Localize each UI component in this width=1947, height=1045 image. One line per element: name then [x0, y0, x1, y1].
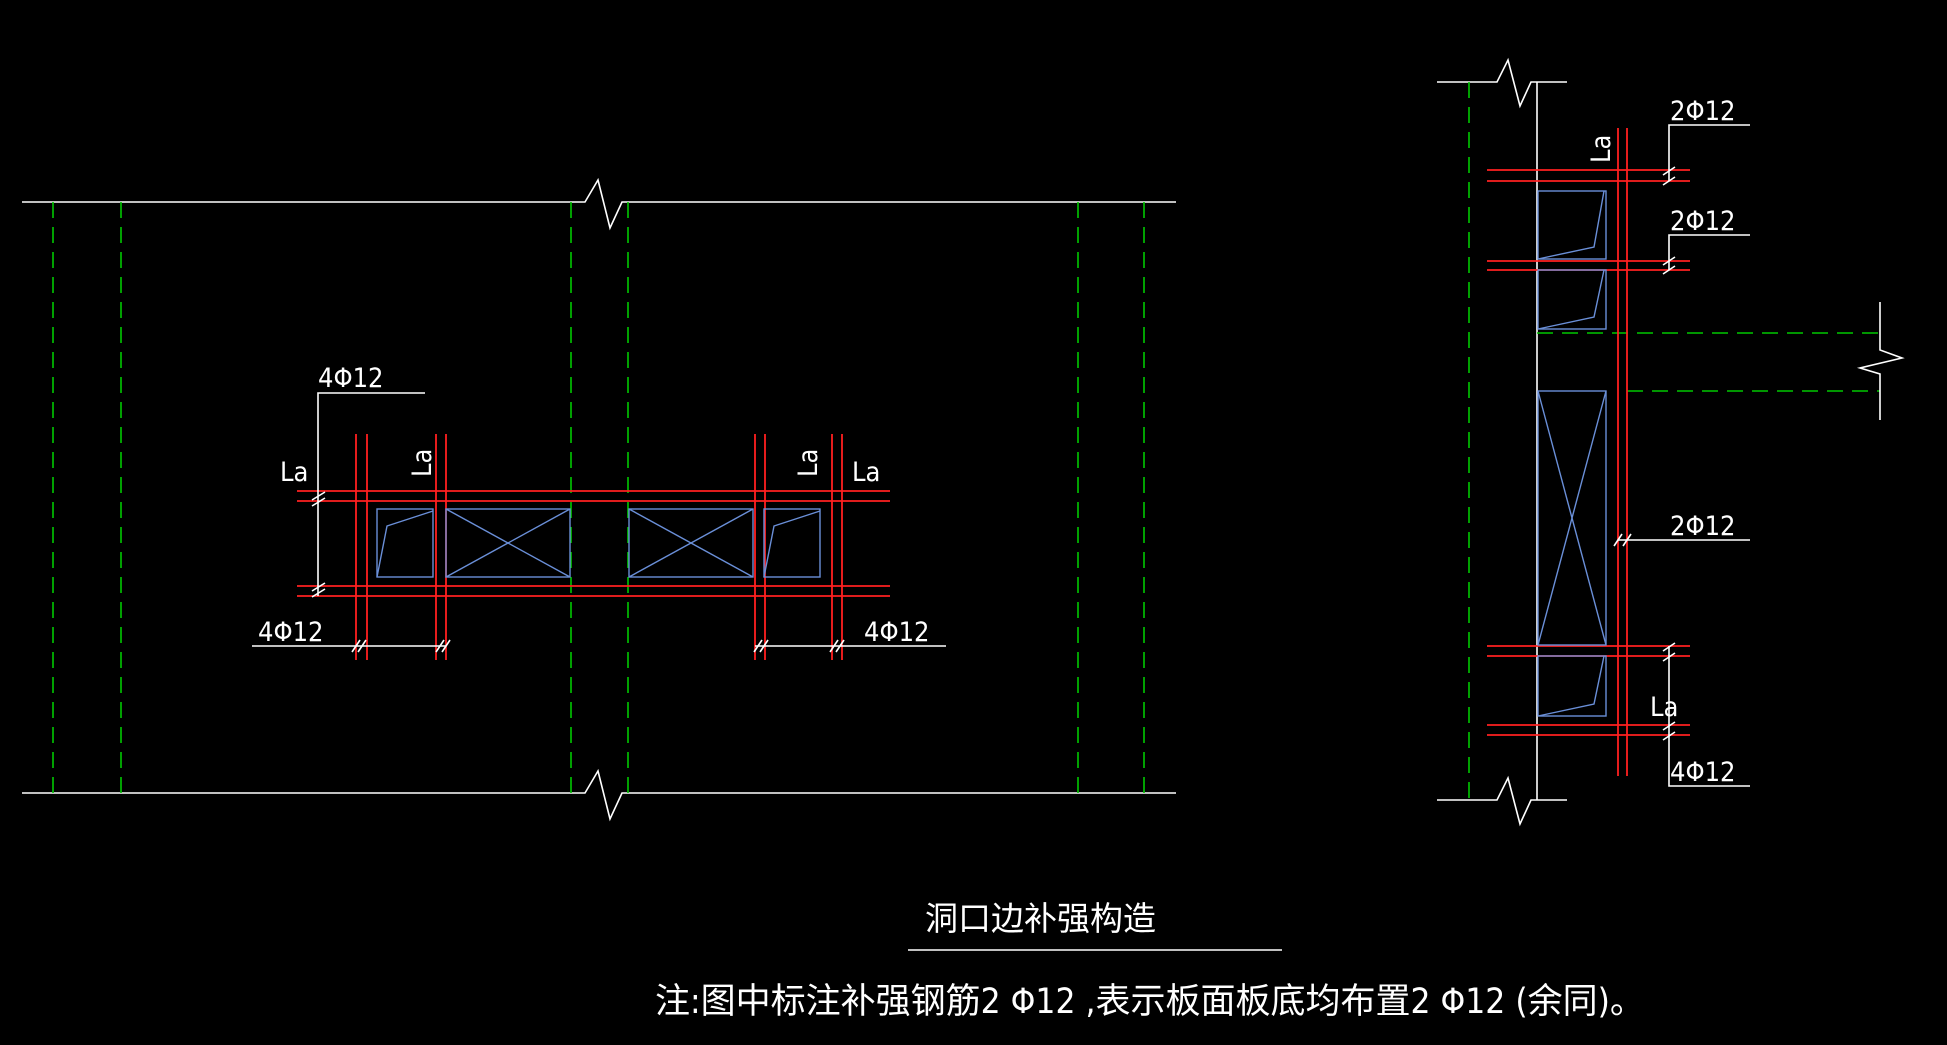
label-la-vertical: La: [407, 449, 438, 477]
opening-cross-line: [628, 508, 754, 578]
section-view: 2Φ12 La 2Φ12 2Φ12 La 4Φ12: [1437, 57, 1905, 827]
opening-mark: [376, 510, 434, 578]
break-line-side: [1856, 302, 1905, 420]
tick-mark: [1662, 176, 1676, 186]
opening-crossed: [1537, 390, 1607, 646]
tick-mark: [1662, 265, 1676, 275]
leader-line: [1668, 124, 1750, 181]
label-section-bars: 2Φ12: [1670, 96, 1735, 127]
tick-mark: [311, 582, 326, 592]
label-la-vertical: La: [793, 449, 824, 477]
tick-mark: [753, 639, 763, 653]
tick-mark: [1662, 642, 1676, 652]
tick-mark: [311, 497, 326, 507]
tick-mark: [435, 639, 445, 653]
tick-mark: [1613, 533, 1623, 547]
opening-crossed: [628, 508, 754, 578]
label-bottom-left-bars: 4Φ12: [258, 617, 323, 648]
label-bottom-right-bars: 4Φ12: [864, 617, 929, 648]
opening-small: [763, 508, 821, 578]
tick-mark: [351, 639, 361, 653]
break-line-top: [1437, 57, 1567, 109]
tick-mark: [835, 639, 845, 653]
tick-mark: [1662, 256, 1676, 266]
label-la: La: [1650, 692, 1678, 723]
plan-view: 4Φ12 La La La La 4Φ12 4Φ12: [22, 177, 1176, 822]
opening-cross-line: [1537, 390, 1607, 646]
tick-mark: [759, 639, 769, 653]
label-la: La: [852, 457, 880, 488]
tick-mark: [311, 491, 326, 501]
opening-small: [1537, 655, 1607, 717]
drawing-title: 洞口边补强构造: [925, 899, 1156, 938]
opening-crossed: [445, 508, 571, 578]
label-section-bars: 4Φ12: [1670, 757, 1735, 788]
drawing-note: 注:图中标注补强钢筋2 Φ12 ,表示板面板底均布置2 Φ12 (余同)。: [655, 982, 1645, 1022]
label-la: La: [280, 457, 308, 488]
label-section-bars: 2Φ12: [1670, 511, 1735, 542]
opening-mark: [763, 510, 821, 578]
tick-mark: [829, 639, 839, 653]
tick-mark: [441, 639, 451, 653]
slab-edge-bottom: [22, 768, 1176, 822]
opening-small: [376, 508, 434, 578]
tick-mark: [357, 639, 367, 653]
tick-mark: [1662, 652, 1676, 662]
opening-small: [1537, 269, 1607, 330]
opening-mark: [1537, 269, 1605, 330]
opening-mark: [1537, 655, 1605, 717]
leader-line: [1668, 646, 1750, 787]
break-line-bottom: [1437, 775, 1567, 827]
leader-line: [317, 392, 425, 596]
opening-small: [1537, 190, 1607, 260]
opening-mark: [1537, 190, 1605, 260]
label-top-left-bars: 4Φ12: [318, 363, 383, 394]
slab-edge-top: [22, 177, 1176, 231]
tick-mark: [1662, 721, 1676, 731]
label-la-vertical: La: [1586, 135, 1617, 163]
tick-mark: [1662, 731, 1676, 741]
opening-cross-line: [445, 508, 571, 578]
tick-mark: [1622, 533, 1632, 547]
leader-line: [1668, 234, 1750, 270]
label-section-bars: 2Φ12: [1670, 206, 1735, 237]
tick-mark: [1662, 166, 1676, 176]
tick-mark: [311, 588, 326, 598]
